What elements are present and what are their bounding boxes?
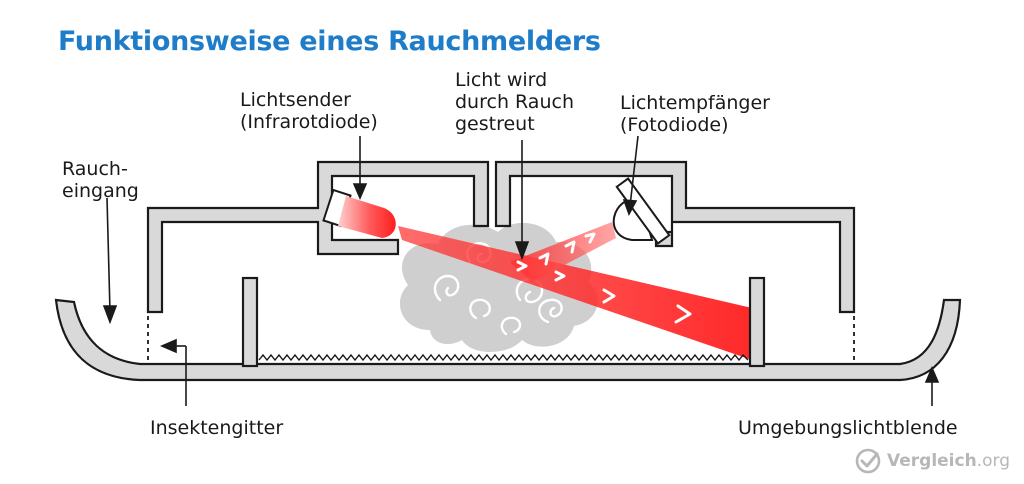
watermark-brand: Vergleich <box>887 451 977 471</box>
label-lichtempfaenger-line1: Lichtempfänger <box>620 92 770 114</box>
light-beam <box>398 222 752 360</box>
label-lichtempfaenger: Lichtempfänger (Fotodiode) <box>620 92 770 136</box>
watermark-logo: Vergleich.org <box>855 448 1010 474</box>
light-baffle <box>241 276 766 368</box>
page-title: Funktionsweise eines Rauchmelders <box>58 26 601 57</box>
callout-lines <box>102 135 940 406</box>
light-sender <box>322 188 396 238</box>
watermark-tld: .org <box>976 451 1010 471</box>
label-streuung-line2: durch Rauch <box>455 91 574 113</box>
housing-base <box>54 298 962 382</box>
label-lichtsender-line1: Lichtsender <box>240 89 351 111</box>
light-receiver <box>612 177 671 245</box>
label-rauch-eingang-line1: Rauch- <box>62 158 128 180</box>
label-umgebungslichtblende: Umgebungslichtblende <box>738 417 958 439</box>
label-lichtsender-line2: (Infrarotdiode) <box>240 111 378 133</box>
label-streuung-line3: gestreut <box>455 113 535 135</box>
insect-screen <box>147 316 855 364</box>
label-insektengitter: Insektengitter <box>150 417 284 439</box>
label-lichtempfaenger-line2: (Fotodiode) <box>620 114 729 136</box>
zigzag-mesh <box>258 353 749 362</box>
housing-top <box>146 160 856 314</box>
label-rauch-eingang-line2: eingang <box>62 180 139 202</box>
label-streuung-line1: Licht wird <box>455 69 548 91</box>
label-rauch-eingang: Rauch- eingang <box>62 158 139 202</box>
label-lichtsender: Lichtsender (Infrarotdiode) <box>240 89 378 133</box>
check-circle-icon <box>855 448 881 474</box>
label-streuung: Licht wird durch Rauch gestreut <box>455 69 574 135</box>
